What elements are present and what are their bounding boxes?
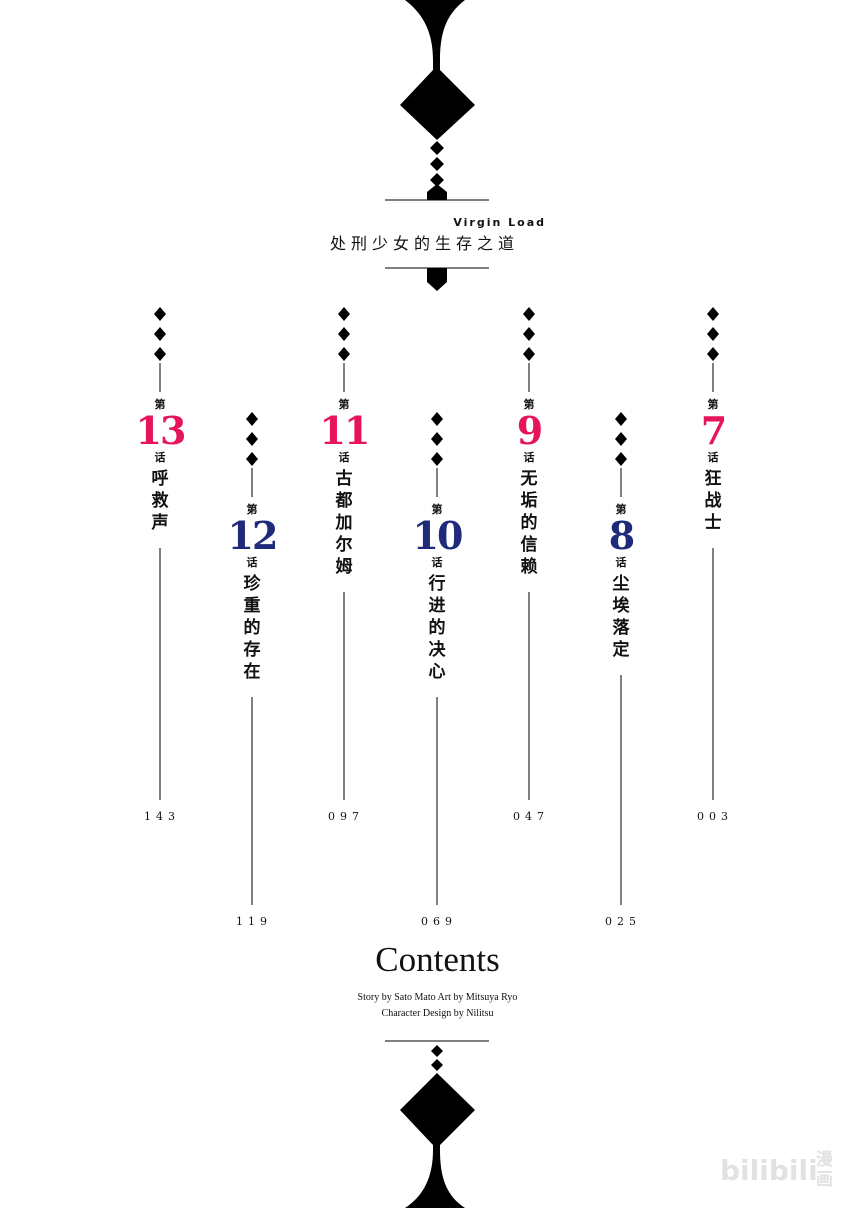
chapter-prefix: 第 [707, 398, 719, 411]
chapter-title: 呼救声 [151, 469, 169, 533]
watermark-logo-text: bilibili [720, 1154, 818, 1187]
chapter-number: 11 [319, 408, 371, 453]
chapter-number: 13 [135, 408, 187, 453]
chapter-page-number: 143 [144, 810, 180, 823]
chapter-diamond [154, 327, 166, 341]
chapter-prefix: 第 [615, 503, 627, 516]
chapter-page-number: 069 [421, 915, 457, 928]
chapter-title: 无垢的信赖 [520, 469, 538, 577]
chapter-diamond [154, 347, 166, 361]
chapter-number: 9 [516, 408, 543, 453]
chapter-prefix: 第 [246, 503, 258, 516]
chapter-diamond [338, 347, 350, 361]
chapter-prefix: 第 [338, 398, 350, 411]
chapter-diamond [707, 307, 719, 321]
chapter-diamond [523, 347, 535, 361]
top-hourglass-shape [400, 0, 475, 140]
chapter-page-number: 003 [697, 810, 733, 823]
chapter-diamond [707, 347, 719, 361]
chapter-diamond [615, 452, 627, 466]
chapter-diamond [246, 432, 258, 446]
watermark-cn-text: 漫画 [816, 1150, 833, 1190]
series-title-english: Virgin Load [453, 216, 546, 229]
chapter-diamond [523, 307, 535, 321]
chapter-suffix: 话 [707, 451, 719, 464]
chapter-title: 古都加尔姆 [335, 469, 353, 577]
chapter-diamond [431, 412, 443, 426]
chapter-number: 7 [700, 408, 727, 453]
contents-heading: Contents [375, 940, 500, 979]
chapter-prefix: 第 [154, 398, 166, 411]
chapter-number: 12 [227, 513, 279, 558]
chapter-page-number: 119 [236, 915, 272, 928]
chapter-diamond [338, 327, 350, 341]
chapter-suffix: 话 [154, 451, 166, 464]
chapter-suffix: 话 [431, 556, 443, 569]
bilibili-watermark: bilibili 漫画 [720, 1150, 840, 1194]
chapter-title: 狂战士 [704, 469, 722, 533]
chapter-diamond [523, 327, 535, 341]
chapter-title: 珍重的存在 [243, 574, 261, 682]
chapter-diamond [154, 307, 166, 321]
series-title-chinese: 处刑少女的生存之道 [330, 234, 520, 253]
chapter-prefix: 第 [431, 503, 443, 516]
chapter-page-number: 097 [328, 810, 364, 823]
chapter-prefix: 第 [523, 398, 535, 411]
chapter-suffix: 话 [523, 451, 535, 464]
chapter-page-number: 047 [513, 810, 549, 823]
chapter-suffix: 话 [615, 556, 627, 569]
credits-line-1: Story by Sato Mato Art by Mitsuya Ryo [357, 992, 518, 1003]
chapter-number: 10 [412, 513, 464, 558]
chapter-title: 行进的决心 [428, 574, 446, 682]
top-diamond-2 [430, 157, 444, 171]
credits-line-2: Character Design by Nilitsu [381, 1008, 494, 1019]
credits: Story by Sato Mato Art by Mitsuya Ryo Ch… [0, 990, 850, 1022]
series-title: Virgin Load 处刑少女的生存之道 [330, 214, 560, 253]
top-diamond-1 [430, 141, 444, 155]
chapter-suffix: 话 [246, 556, 258, 569]
bottom-hourglass-shape [400, 1073, 475, 1208]
bottom-diamond-1 [431, 1045, 443, 1057]
chapter-diamond [431, 432, 443, 446]
bottom-pointer [427, 268, 447, 291]
chapter-diamond [246, 452, 258, 466]
chapter-diamond [615, 432, 627, 446]
chapter-diamond [246, 412, 258, 426]
chapter-page-number: 025 [605, 915, 641, 928]
chapter-diamond [615, 412, 627, 426]
chapter-title: 尘埃落定 [612, 574, 630, 660]
chapter-diamond [431, 452, 443, 466]
chapter-diamond [707, 327, 719, 341]
chapter-diamond [338, 307, 350, 321]
chapter-suffix: 话 [338, 451, 350, 464]
bottom-diamond-2 [431, 1059, 443, 1071]
top-pointer [427, 184, 447, 200]
top-diamond-3 [430, 173, 444, 187]
chapter-number: 8 [608, 513, 635, 558]
